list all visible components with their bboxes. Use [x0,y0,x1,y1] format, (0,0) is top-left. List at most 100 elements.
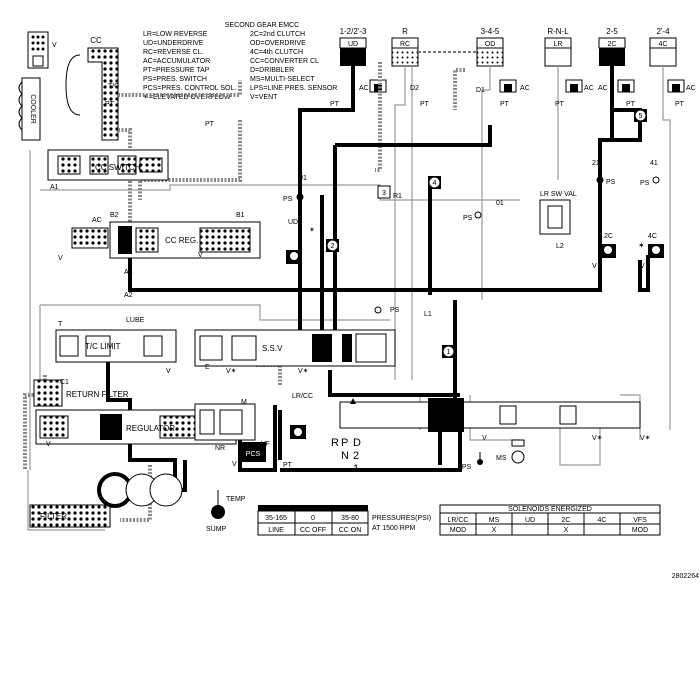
tc-limit-label: T/C LIMIT [85,342,121,351]
v-label: V [166,368,171,375]
v-label: V [592,263,597,270]
oil-pump-icon [97,472,183,508]
cooler [21,77,41,141]
cooler-label: COOLER [29,94,36,124]
return-filter-label: RETURN FILTER [66,390,129,399]
pt-label: PT [420,101,430,108]
cc-switch-valve [47,149,169,181]
l1-label: L1 [424,311,432,318]
lr-sw-val-label: LR SW VAL [540,191,577,198]
pt-label: PT [675,101,685,108]
sump-icon [211,490,225,519]
n41-label: 41 [650,160,658,167]
return-filter [33,379,63,407]
pressure-caption-2: AT 1500 RPM [372,525,415,532]
mid-accumulators [286,244,664,439]
ac-label: AC [584,85,594,92]
circuit-labels: PT PT PT PT PT PT PT PT PT D2 D1 U1 PS U… [46,85,685,471]
pressure-switches [296,176,660,314]
solenoid-header: UD [525,517,535,524]
gear-letter: D [353,437,361,449]
legend-item: MS=MULTI-SELECT [250,76,315,83]
v-label: V [232,461,237,468]
l2-label: L2 [556,243,564,250]
e-label: E [205,364,210,371]
star-label: ✶ [309,226,315,234]
pressure-table: 35-165 0 35-80 LINE CC OFF CC ON PRESSUR… [257,505,431,536]
pressure-header: CC ON [339,527,362,534]
legend-item: RC=REVERSE CL. [143,49,204,56]
cc-label: CC [90,36,102,45]
tc-label: T/C [108,83,119,90]
circle-number: 4 [433,180,437,187]
solenoid-value: X [564,527,569,534]
legend-item: CC=CONVERTER CL [250,58,319,65]
cc-switch-label: CC SWITCH [95,163,141,172]
lps-label: LPS [458,464,472,471]
lr-switch-valve [539,199,571,235]
pc2c-label: 2C [604,233,613,240]
clutch-4c-label: 4C [659,41,668,48]
circle-number: 3 [382,190,386,197]
clutch-od-label: OD [485,41,496,48]
legend: SECOND GEAR EMCC LR=LOW REVERSE UD=UNDER… [143,22,337,101]
solenoid-header: LR/CC [447,517,468,524]
line-pressure-sensor-icon [477,452,483,465]
figure-id: 2802264 [672,573,699,580]
ps-label: PS [283,196,293,203]
circle-number: 5 [639,113,643,120]
vstar-label: V✶ [298,367,309,375]
solenoid-switch-valve [194,329,396,367]
legend-item: LR=LOW REVERSE [143,31,208,38]
cc-regulator-label: CC REG. [165,236,198,245]
vstar-label: V✶ [592,434,603,442]
vent-label: V [52,42,57,49]
clutch-gear: 1-2/2'-3 [340,27,367,36]
ac-label: AC [598,85,608,92]
pt-label: PT [283,462,293,469]
a3-label: A3 [124,269,133,276]
legend-item: PT=PRESSURE TAP [143,67,210,74]
accumulator-ac-left [71,227,109,249]
solenoid-header: VFS [633,517,647,524]
ac-label: AC [359,85,369,92]
ac-label: AC [520,85,530,92]
torque-converter-arc [65,54,81,116]
legend-item: UD=UNDERDRIVE [143,40,204,47]
gear-letter: R [331,437,339,449]
solenoid-header: MS [489,517,500,524]
legend-title: SECOND GEAR EMCC [225,22,299,29]
circled-numbers: 2 4 5 1 3 [326,109,647,358]
pt-label: PT [555,101,565,108]
pc4c-label: 4C [648,233,657,240]
n21-label: 21 [592,160,600,167]
gray-circuits [27,66,671,531]
temp-label: TEMP [226,496,246,503]
vstar-label: V✶ [640,434,651,442]
v-label: V [640,263,645,270]
solenoid-value: MOD [632,527,648,534]
accumulators: AC AC AC AC AC [359,79,696,93]
pt-label: PT [330,101,340,108]
legend-item: AC=ACCUMULATOR [143,58,210,65]
v-label: V [198,252,203,259]
lube-label: LUBE [126,317,145,324]
ac-label: AC [686,85,696,92]
solenoid-header: 2C [562,517,571,524]
cc-regulator-valve [109,221,261,259]
ud-label: UD [288,219,298,226]
clutch-lr-label: LR [554,41,563,48]
gear-letter: 2 [353,450,359,462]
circle-number: 2 [331,243,335,250]
ps-label: PS [606,179,616,186]
converter-clutch-body [87,47,119,141]
r1-label: R1 [393,193,402,200]
clutch-ud-label: UD [348,41,358,48]
regulator-label: REGULATOR [126,424,175,433]
clutch-4c-chamber [649,47,677,67]
pt-label: PT [105,101,115,108]
m-label: M [241,399,247,406]
d1-label: D1 [476,87,485,94]
clutch-lr-chamber [544,47,572,67]
gear-selector: R P D N 2 1 [331,398,361,475]
